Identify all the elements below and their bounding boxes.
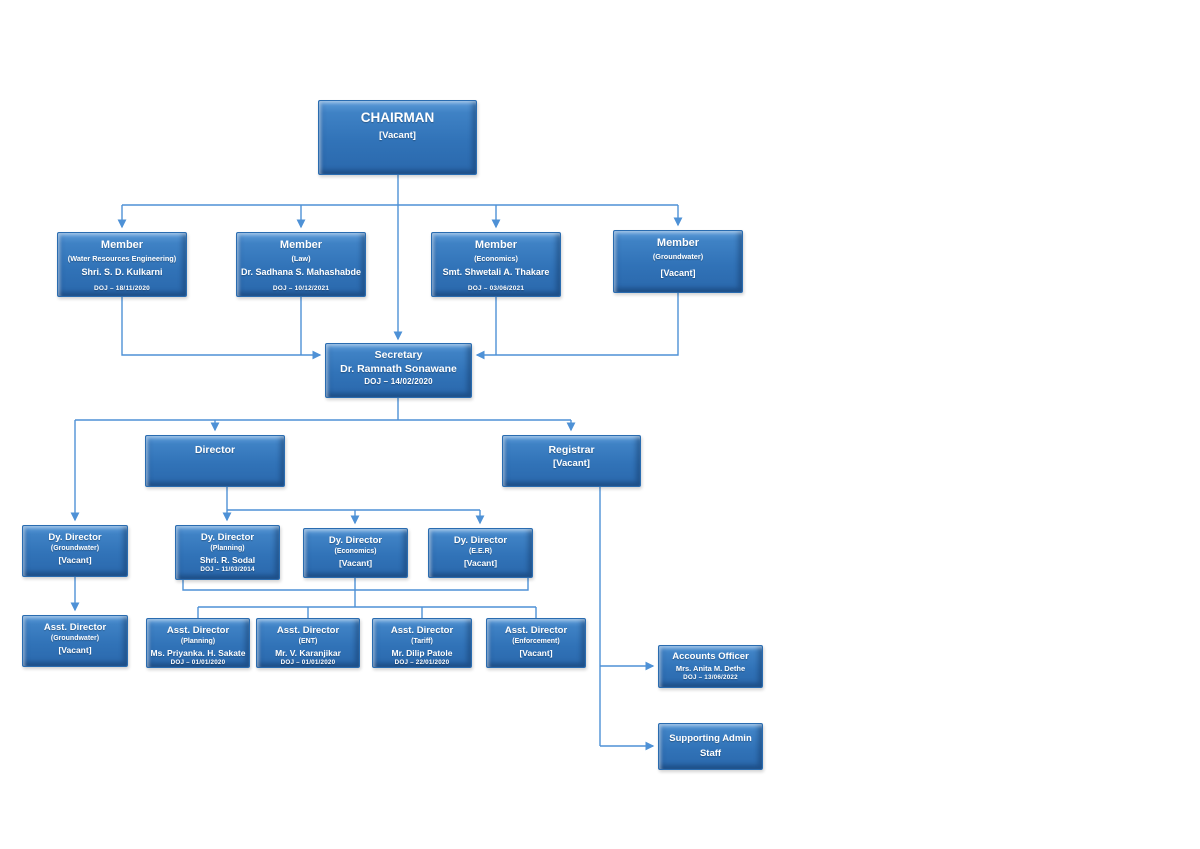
node-person: [Vacant]: [553, 458, 590, 470]
node-person: [Vacant]: [58, 644, 92, 655]
node-title: Dy. Director: [200, 532, 255, 543]
node-asst-director-tariff: Asst. Director (Tariff) Mr. Dilip Patole…: [372, 618, 472, 668]
node-dept: (ENT): [298, 637, 318, 645]
node-person: Mr. Dilip Patole: [391, 647, 453, 658]
node-asst-director-groundwater: Asst. Director (Groundwater) [Vacant]: [22, 615, 128, 667]
node-person: [Vacant]: [660, 267, 696, 278]
node-title: Dy. Director: [328, 535, 383, 546]
node-dept: (Law): [291, 253, 311, 263]
node-dept: (Groundwater): [652, 251, 704, 261]
node-doj: DOJ – 11/03/2014: [200, 566, 255, 574]
node-asst-director-enforcement: Asst. Director (Enforcement) [Vacant]: [486, 618, 586, 668]
node-dept: (Planning): [180, 637, 216, 645]
node-doj: DOJ – 01/01/2020: [170, 659, 226, 667]
node-title: Asst. Director: [166, 625, 230, 636]
node-dept: (Economics): [474, 253, 518, 263]
node-title: Dy. Director: [48, 532, 102, 543]
node-person: Ms. Priyanka. H. Sakate: [150, 647, 246, 658]
node-person: [Vacant]: [58, 554, 92, 565]
node-registrar: Registrar [Vacant]: [502, 435, 641, 487]
node-person: [Vacant]: [463, 557, 498, 568]
node-doj: DOJ – 22/01/2020: [394, 659, 450, 667]
node-person: Shri. R. Sodal: [199, 554, 256, 565]
node-person: Shri. S. D. Kulkarni: [81, 266, 163, 277]
node-dy-director-economics: Dy. Director (Economics) [Vacant]: [303, 528, 408, 578]
node-dy-director-groundwater: Dy. Director (Groundwater) [Vacant]: [22, 525, 128, 577]
node-title: Asst. Director: [390, 625, 454, 636]
connector-member-gw-secretary: [475, 293, 679, 360]
node-doj: DOJ – 14/02/2020: [364, 377, 433, 387]
node-dept: (Planning): [210, 544, 245, 552]
node-member-economics: Member (Economics) Smt. Shwetali A. Thak…: [431, 232, 561, 297]
node-title: Asst. Director: [504, 625, 568, 636]
node-person: [Vacant]: [379, 129, 416, 141]
node-doj: DOJ – 13/06/2022: [683, 674, 738, 682]
node-director: Director: [145, 435, 285, 487]
node-title: Member: [279, 239, 323, 251]
node-title: Accounts Officer: [672, 651, 749, 662]
node-person: Smt. Shwetali A. Thakare: [442, 266, 550, 277]
connector-group: [70, 175, 683, 751]
node-person: Dr. Ramnath Sonawane: [340, 363, 457, 376]
node-accounts-officer: Accounts Officer Mrs. Anita M. Dethe DOJ…: [658, 645, 763, 688]
node-person: Dr. Sadhana S. Mahashabde: [240, 266, 362, 277]
node-dept: (Tariff): [411, 637, 433, 645]
node-doj: DOJ – 01/01/2020: [280, 659, 336, 667]
node-supporting-admin-staff: Supporting Admin Staff: [658, 723, 763, 770]
node-dy-director-eer: Dy. Director (E.E.R) [Vacant]: [428, 528, 533, 578]
node-person: [Vacant]: [338, 557, 373, 568]
node-chairman: CHAIRMAN [Vacant]: [318, 100, 477, 175]
node-person: Mrs. Anita M. Dethe: [675, 663, 746, 673]
node-title: Supporting Admin Staff: [669, 733, 752, 759]
node-asst-director-planning: Asst. Director (Planning) Ms. Priyanka. …: [146, 618, 250, 668]
node-title: Member: [474, 239, 518, 251]
node-secretary: Secretary Dr. Ramnath Sonawane DOJ – 14/…: [325, 343, 472, 398]
node-dept: (E.E.R): [469, 547, 492, 555]
connector-member-wre-secretary: [121, 297, 322, 360]
node-dept: (Groundwater): [50, 544, 100, 552]
node-member-water-resources: Member (Water Resources Engineering) Shr…: [57, 232, 187, 297]
node-title: Member: [656, 237, 700, 249]
node-dept: (Enforcement): [512, 637, 560, 645]
node-title: Asst. Director: [43, 622, 107, 633]
node-title: Member: [100, 239, 144, 251]
node-title: Registrar: [548, 444, 595, 456]
node-doj: DOJ – 10/12/2021: [272, 285, 330, 293]
node-member-law: Member (Law) Dr. Sadhana S. Mahashabde D…: [236, 232, 366, 297]
node-title: Dy. Director: [453, 535, 508, 546]
node-doj: DOJ – 03/06/2021: [467, 285, 525, 293]
node-member-groundwater: Member (Groundwater) [Vacant]: [613, 230, 743, 293]
node-person: Mr. V. Karanjikar: [275, 647, 341, 658]
node-title: Asst. Director: [276, 625, 340, 636]
node-doj: DOJ – 18/11/2020: [94, 285, 150, 293]
node-dept: (Groundwater): [50, 634, 100, 642]
node-title: CHAIRMAN: [360, 110, 435, 125]
node-person: [Vacant]: [519, 647, 553, 658]
node-title: Director: [194, 444, 236, 456]
node-dept: (Economics): [334, 547, 377, 555]
node-asst-director-ent: Asst. Director (ENT) Mr. V. Karanjikar D…: [256, 618, 360, 668]
node-dy-director-planning: Dy. Director (Planning) Shri. R. Sodal D…: [175, 525, 280, 580]
node-dept: (Water Resources Engineering): [67, 253, 177, 263]
node-title: Secretary: [374, 349, 423, 361]
